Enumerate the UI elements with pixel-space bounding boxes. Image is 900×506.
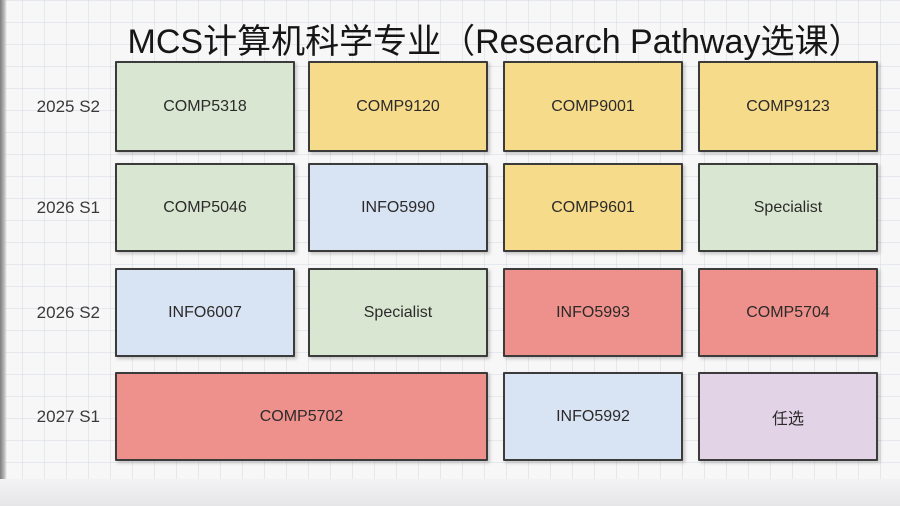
course-label: INFO6007 (168, 303, 242, 321)
course-box[interactable]: 任选 (698, 372, 878, 461)
course-box[interactable]: COMP9601 (503, 163, 683, 252)
course-label: COMP5318 (163, 97, 247, 115)
course-box[interactable]: INFO5992 (503, 372, 683, 461)
course-box[interactable]: INFO5993 (503, 268, 683, 357)
course-box[interactable]: INFO6007 (115, 268, 295, 357)
course-label: COMP5702 (259, 407, 344, 425)
course-box[interactable]: INFO5990 (308, 163, 488, 252)
course-label: INFO5992 (556, 407, 630, 425)
row-label-2025-s2: 2025 S2 (36, 96, 100, 116)
course-box[interactable]: COMP5702 (115, 372, 488, 461)
course-box[interactable]: COMP9120 (308, 61, 488, 152)
course-label: Specialist (753, 198, 823, 216)
row-label-2026-s2: 2026 S2 (36, 302, 100, 322)
course-label: Specialist (363, 303, 433, 321)
course-label: COMP9001 (551, 97, 635, 115)
course-box[interactable]: COMP9123 (698, 61, 878, 152)
row-label-2026-s1: 2026 S1 (36, 197, 100, 217)
diagram-title: MCS计算机科学专业（Research Pathway选课） (127, 23, 863, 61)
course-box[interactable]: Specialist (308, 268, 488, 357)
page-bottom-margin (0, 479, 900, 506)
page-edge-shadow (0, 0, 7, 484)
course-label: COMP9120 (356, 97, 440, 115)
course-label: 任选 (771, 410, 804, 428)
course-label: COMP5704 (746, 303, 830, 321)
course-label: COMP9123 (746, 97, 830, 115)
row-label-2027-s1: 2027 S1 (36, 406, 100, 426)
course-label: INFO5990 (361, 198, 435, 216)
course-box[interactable]: Specialist (698, 163, 878, 252)
course-label: COMP9601 (551, 198, 635, 216)
course-box[interactable]: COMP5704 (698, 268, 878, 357)
course-box[interactable]: COMP9001 (503, 61, 683, 152)
course-box[interactable]: COMP5046 (115, 163, 295, 252)
course-box[interactable]: COMP5318 (115, 61, 295, 152)
course-label: INFO5993 (556, 303, 630, 321)
course-label: COMP5046 (163, 198, 247, 216)
